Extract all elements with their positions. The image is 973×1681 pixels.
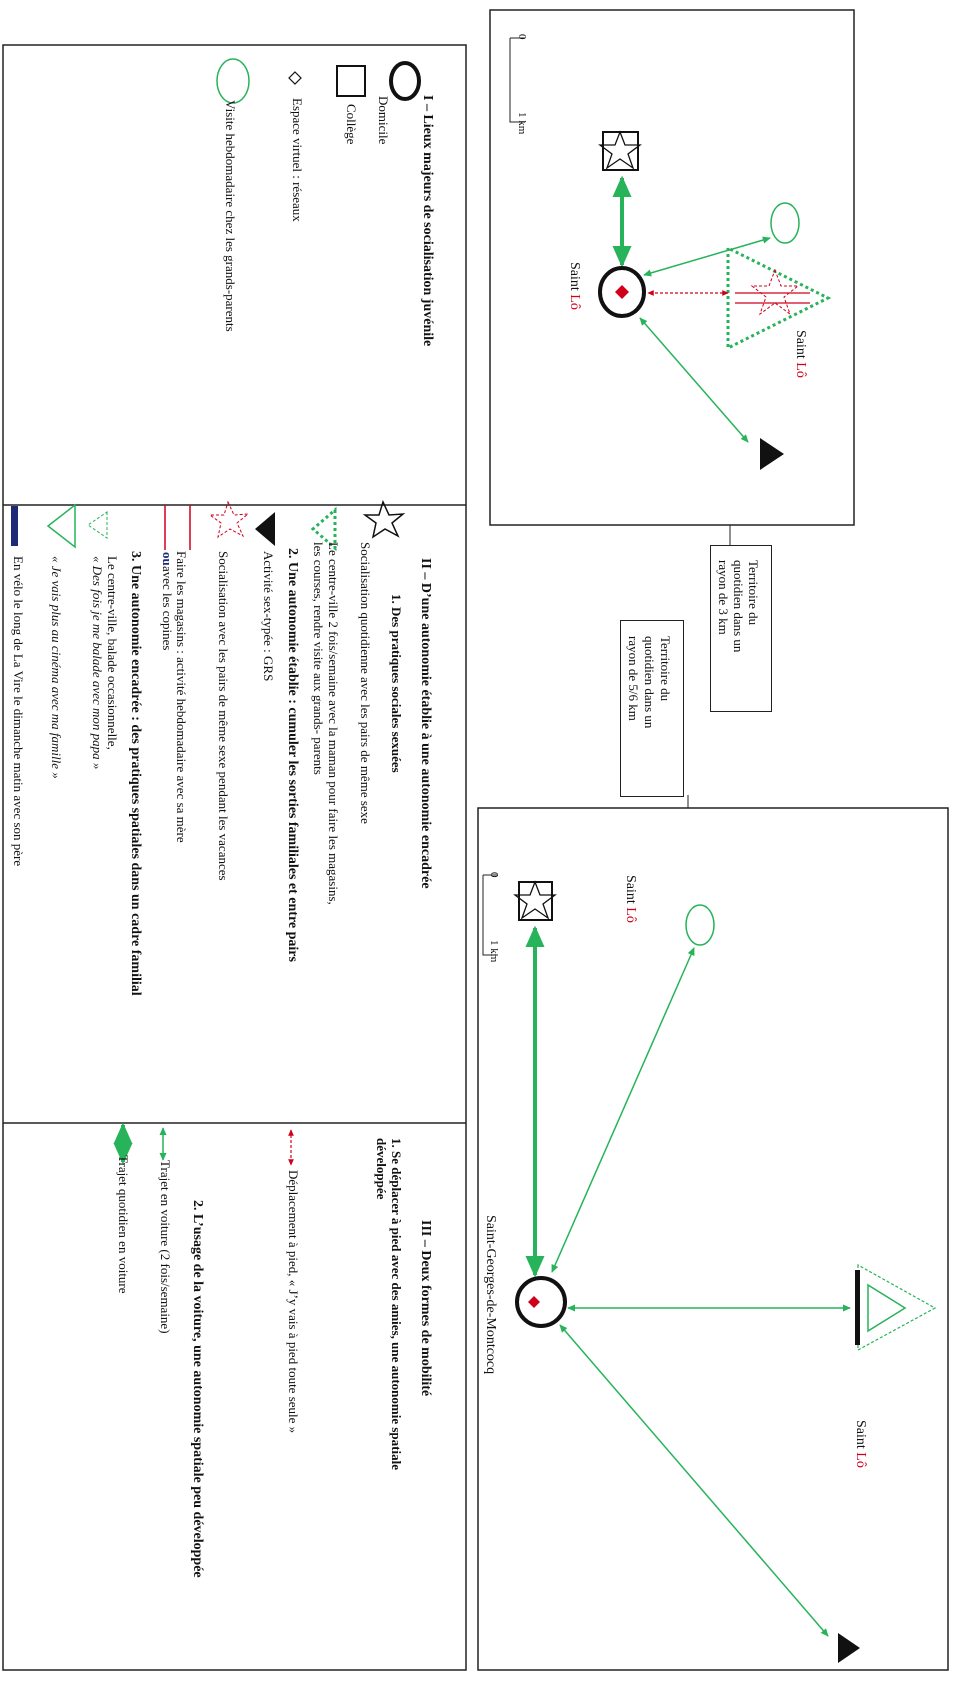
map2-sport-arrow <box>559 1324 829 1637</box>
map2-caption-box <box>620 620 684 797</box>
peers-star-icon <box>362 499 406 539</box>
map1-grandparents-icon <box>770 202 800 244</box>
map2-caption-line1: Territoire du <box>658 636 673 702</box>
city-center-triangle-icon <box>310 506 337 552</box>
section3-sub2: 2. L’usage de la voiture, une autonomie … <box>190 1200 205 1578</box>
section2-sub2-item3: Faire les magasins : activité hebdomadai… <box>174 551 189 843</box>
map1-scale-zero: 0 <box>516 34 528 40</box>
map2-home-marker <box>528 1296 540 1308</box>
map2-peers-star-icon <box>513 880 557 920</box>
section2-sub2-item4: avec les copines <box>160 566 175 651</box>
virtual-space-symbol-icon <box>288 71 302 85</box>
legend-college-label: Collège <box>344 104 359 145</box>
section2-sub3-quote2: « Je vais plus au cinéma avec ma famille… <box>49 556 64 779</box>
map2-scale-bar <box>482 875 498 956</box>
map2-frame <box>477 807 949 1671</box>
section3-car-weekly-label: Trajet en voiture (2 fois/semaine) <box>158 1160 173 1334</box>
map2-grandparents-icon <box>685 904 715 946</box>
section2-sub3-item4: En vélo le long de La Vire le dimanche m… <box>11 556 26 867</box>
section2-sub2-item1: Activité sex-typée : GRS <box>261 551 276 682</box>
section2-sub1-item1: Socialisation quotidienne avec les pairs… <box>358 542 373 824</box>
map1-caption-box <box>710 545 772 712</box>
section1-title: I – Lieux majeurs de socialisation juvén… <box>420 95 435 347</box>
map1-grandparents-arrow <box>643 236 771 277</box>
map2-grandparents-arrow <box>551 947 695 1273</box>
map1-sport-triangle-icon <box>760 438 784 470</box>
legend-virtual-label: Espace virtuel : réseaux <box>290 98 305 222</box>
section2-sub1: 1. Des pratiques sociales sexuées <box>389 594 404 773</box>
map2-cinema-triangle <box>867 1283 907 1333</box>
map1-scale-km: 1 km <box>516 112 528 135</box>
section2-sub1-item2: Le centre-ville 2 fois/semaine avec la m… <box>326 542 341 905</box>
section3-sub1-line2: développée <box>374 1138 389 1200</box>
map2-sport-triangle-icon <box>838 1633 860 1663</box>
section2-sub3-item1: Le centre-ville, balade occasionnelle, <box>105 556 120 750</box>
sport-triangle-icon <box>255 512 275 546</box>
legend-frame <box>2 44 467 1671</box>
map1-city-label: Saint Lô <box>793 330 808 378</box>
section2-sub3-quote1: « Des fois je me balade avec mon papa » <box>90 556 105 770</box>
map2-scale-km: 1 km <box>488 940 500 963</box>
college-symbol-icon <box>336 65 366 97</box>
map2-home-label: Saint-Georges-de-Montcocq <box>483 1215 498 1375</box>
section3-walk-label: Déplacement à pied, « J’y vais à pied to… <box>286 1170 301 1434</box>
map1-peers-star-icon <box>598 130 642 170</box>
map1-caption-line2: quotidien dans un <box>731 560 746 653</box>
section2-title: II – D’une autonomie établie à une auton… <box>418 558 433 889</box>
section2-sub3: 3. Une autonomie encadrée : des pratique… <box>128 551 143 996</box>
grandparents-symbol-icon <box>216 58 250 104</box>
legend-grandparents-label: Visite hebdomadaire chez les grands-pare… <box>223 100 238 332</box>
vacation-star-icon <box>208 500 250 539</box>
map2-home-icon <box>515 1276 567 1328</box>
section2-sub1-item3: les courses, rendre visite aux grands- p… <box>311 542 326 775</box>
map1-scale-bar <box>509 38 525 123</box>
map2-bike-bar <box>855 1270 860 1345</box>
home-symbol-icon <box>389 61 421 101</box>
section2-sub2-or: ou <box>160 552 175 566</box>
section2-sub2-item2: Socialisation avec les pairs de même sex… <box>216 551 231 881</box>
section3-sub1-line1: 1. Se déplacer à pied avec des amies, un… <box>389 1138 404 1470</box>
bike-bar-icon <box>11 506 18 546</box>
map1-sport-arrow <box>639 317 749 443</box>
section3-title: III – Deux formes de mobilité <box>418 1220 433 1397</box>
map2-scale-zero: 0 <box>488 872 500 878</box>
map2-caption-line2: quotidien dans un <box>642 636 657 729</box>
map2-caption-line3: rayon de 5/6 km <box>626 636 641 721</box>
cinema-triangle-icon <box>46 503 76 549</box>
map2-city-top-label: Saint Lô <box>623 875 638 923</box>
map1-caption-line3: rayon de 3 km <box>716 560 731 635</box>
map1-city-center-triangle <box>726 245 832 351</box>
map1-caption-line1: Territoire du <box>746 560 761 626</box>
section3-car-daily-label: Trajet quotidien en voiture <box>116 1155 131 1294</box>
section2-sub2: 2. Une autonomie établie : cumuler les s… <box>285 548 300 962</box>
walk-center-triangle-icon <box>87 511 108 539</box>
map2-city-bottom-label: Saint Lô <box>853 1420 868 1468</box>
map1-home-city-label: Saint Lô <box>567 262 582 310</box>
legend-home-label: Domicile <box>376 96 391 145</box>
map1-home-marker <box>615 285 629 299</box>
map1-home-icon <box>598 266 646 318</box>
